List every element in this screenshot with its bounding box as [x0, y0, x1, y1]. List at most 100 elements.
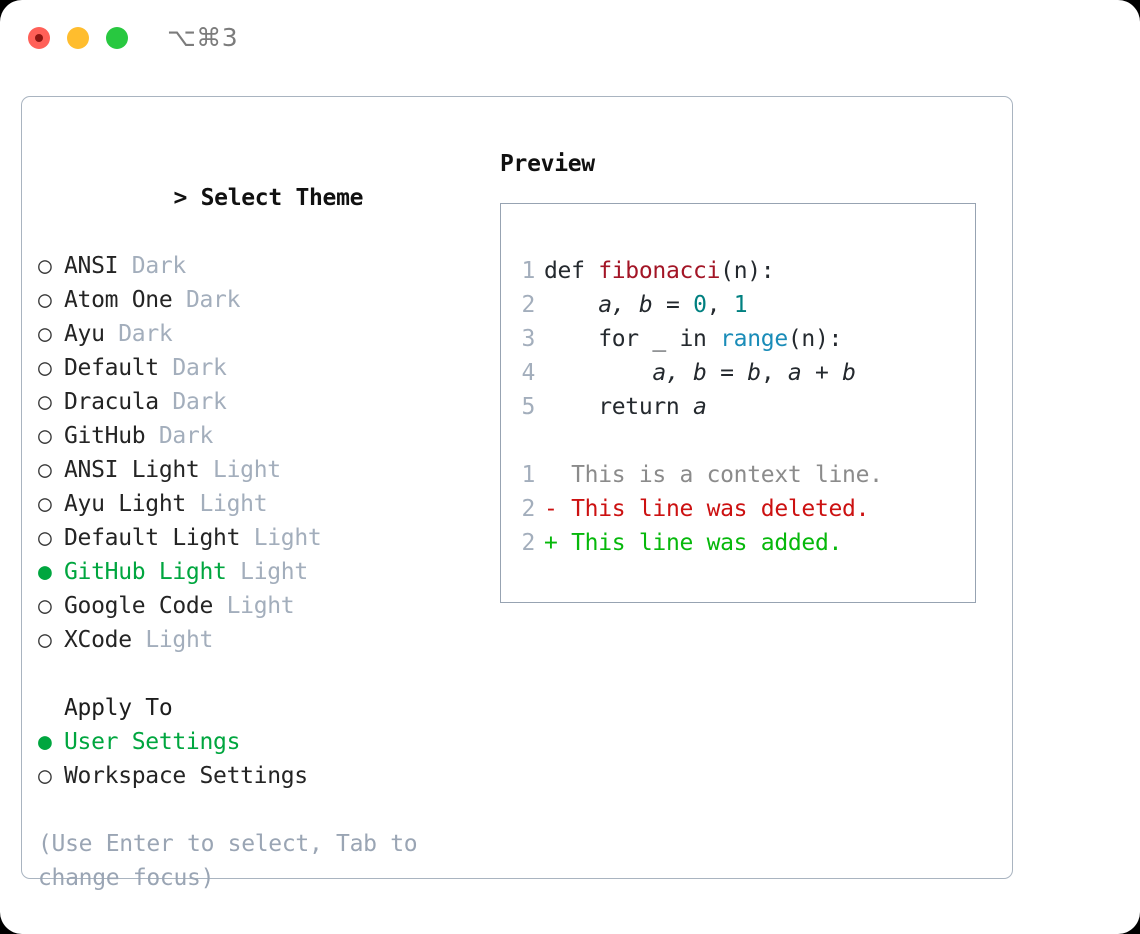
code-token-var: a + b	[787, 360, 856, 386]
theme-option-ansi-light[interactable]: ○ANSI Light Light	[38, 453, 488, 487]
diff-line-added: 2+ This line was added.	[501, 526, 975, 560]
focus-caret-icon: >	[173, 185, 188, 211]
title-bar: ⌥⌘3	[0, 0, 1140, 78]
apply-to-option-user-settings[interactable]: ●User Settings	[38, 725, 488, 759]
code-line-number: 2	[521, 292, 535, 318]
theme-option-ansi[interactable]: ○ANSI Dark	[38, 249, 488, 283]
theme-option-label: Dracula	[64, 389, 159, 415]
theme-option-atom-one[interactable]: ○Atom One Dark	[38, 283, 488, 317]
label-badge-space	[213, 589, 227, 623]
radio-unselected-icon: ○	[38, 253, 52, 279]
theme-category-badge: Dark	[118, 321, 173, 347]
theme-option-label: Ayu	[64, 321, 105, 347]
theme-option-dracula[interactable]: ○Dracula Dark	[38, 385, 488, 419]
code-line-number: 3	[521, 326, 535, 352]
code-token-plain: (n):	[720, 258, 775, 284]
code-token-fn: fibonacci	[598, 258, 721, 284]
theme-option-google-code[interactable]: ○Google Code Light	[38, 589, 488, 623]
select-theme-heading-label: Select Theme	[200, 185, 364, 211]
theme-option-label: ANSI	[64, 253, 119, 279]
traffic-light-buttons	[28, 27, 128, 49]
label-badge-space	[186, 487, 200, 521]
code-token-plain	[544, 360, 652, 386]
diff-line-deleted: 2- This line was deleted.	[501, 492, 975, 526]
label-badge-space	[118, 249, 132, 283]
minimize-window-icon[interactable]	[67, 27, 89, 49]
theme-option-label: Default	[64, 355, 159, 381]
theme-option-ayu[interactable]: ○ Ayu Dark	[38, 317, 488, 351]
label-badge-space	[132, 623, 146, 657]
theme-category-badge: Dark	[158, 423, 214, 449]
theme-category-badge: Light	[240, 559, 308, 585]
preview-heading: Preview	[500, 151, 595, 177]
theme-option-github-light[interactable]: ●GitHub Light Light	[38, 555, 488, 589]
theme-option-label: XCode	[64, 627, 132, 653]
theme-option-github[interactable]: ○ GitHub Dark	[38, 419, 488, 453]
radio-unselected-icon: ○	[38, 389, 52, 415]
apply-to-option-label: Workspace Settings	[64, 763, 308, 789]
diff-line-context: 1 This is a context line.	[501, 458, 975, 492]
code-token-plain: (n):	[787, 326, 843, 352]
theme-option-list[interactable]: ○ANSI Dark○Atom One Dark○Ayu Dark○Defaul…	[38, 249, 488, 657]
close-window-icon[interactable]	[28, 27, 50, 49]
theme-option-label: GitHub Light	[64, 559, 227, 585]
radio-unselected-icon: ○	[38, 593, 52, 619]
theme-option-default-light[interactable]: ○Default Light Light	[38, 521, 488, 555]
code-token-num: 1	[733, 292, 748, 318]
radio-unselected-icon: ○	[38, 491, 52, 517]
code-token-var: a, b	[598, 292, 653, 318]
label-badge-space	[105, 317, 119, 351]
radio-unselected-icon: ○	[38, 321, 52, 347]
select-theme-heading: > Select Theme	[38, 147, 488, 249]
keyboard-hint-text: (Use Enter to select, Tab to change focu…	[38, 831, 431, 891]
apply-to-option-list[interactable]: ●User Settings○Workspace Settings	[38, 725, 488, 793]
diff-marker: -	[544, 496, 572, 522]
code-token-plain	[544, 292, 598, 318]
apply-to-heading: Apply To	[64, 695, 173, 721]
theme-selector-column: > Select Theme ○ANSI Dark○Atom One Dark○…	[38, 147, 488, 895]
label-badge-space	[199, 453, 213, 487]
theme-option-label: Ayu Light	[64, 491, 186, 517]
code-token-plain: =	[652, 292, 694, 318]
theme-category-badge: Light	[199, 491, 268, 517]
code-diff-separator	[501, 424, 975, 458]
radio-unselected-icon: ○	[38, 627, 52, 653]
radio-unselected-icon: ○	[38, 457, 52, 483]
code-line-number: 1	[521, 258, 535, 284]
code-line-content: a, b = b, a + b	[544, 356, 856, 390]
theme-option-label: Atom One	[64, 287, 173, 313]
diff-line-text: This is a context line.	[571, 462, 883, 488]
theme-option-xcode[interactable]: ○XCode Light	[38, 623, 488, 657]
code-token-var: a	[693, 394, 707, 420]
apply-to-option-workspace-settings[interactable]: ○Workspace Settings	[38, 759, 488, 793]
diff-line-number: 2	[521, 530, 535, 556]
code-line-content: a, b = 0, 1	[544, 288, 747, 322]
theme-option-label: ANSI Light	[64, 457, 200, 483]
theme-option-label: Google Code	[64, 593, 214, 619]
code-token-def: def	[544, 258, 599, 284]
list-spacer	[38, 657, 488, 691]
theme-option-label: GitHub	[64, 423, 146, 449]
maximize-window-icon[interactable]	[106, 27, 128, 49]
code-line-content: for _ in range(n):	[544, 322, 842, 356]
code-line-content: def fibonacci(n):	[544, 254, 775, 288]
code-line: 4 a, b = b, a + b	[501, 356, 975, 390]
radio-selected-icon: ●	[38, 729, 52, 755]
label-badge-space	[145, 419, 159, 453]
code-token-plain: =	[706, 360, 748, 386]
code-token-kw: for _ in	[544, 326, 721, 352]
diff-line-number: 2	[521, 496, 535, 522]
theme-option-default[interactable]: ○Default Dark	[38, 351, 488, 385]
label-badge-space	[172, 283, 186, 317]
code-line-number: 5	[521, 394, 535, 420]
code-token-var: a, b	[652, 360, 707, 386]
radio-unselected-icon: ○	[38, 423, 52, 449]
code-token-num: 0	[693, 292, 707, 318]
code-line: 1 def fibonacci(n):	[501, 254, 975, 288]
theme-option-label: Default Light	[64, 525, 241, 551]
theme-option-ayu-light[interactable]: ○ Ayu Light Light	[38, 487, 488, 521]
diff-line-text: This line was deleted.	[571, 496, 870, 522]
